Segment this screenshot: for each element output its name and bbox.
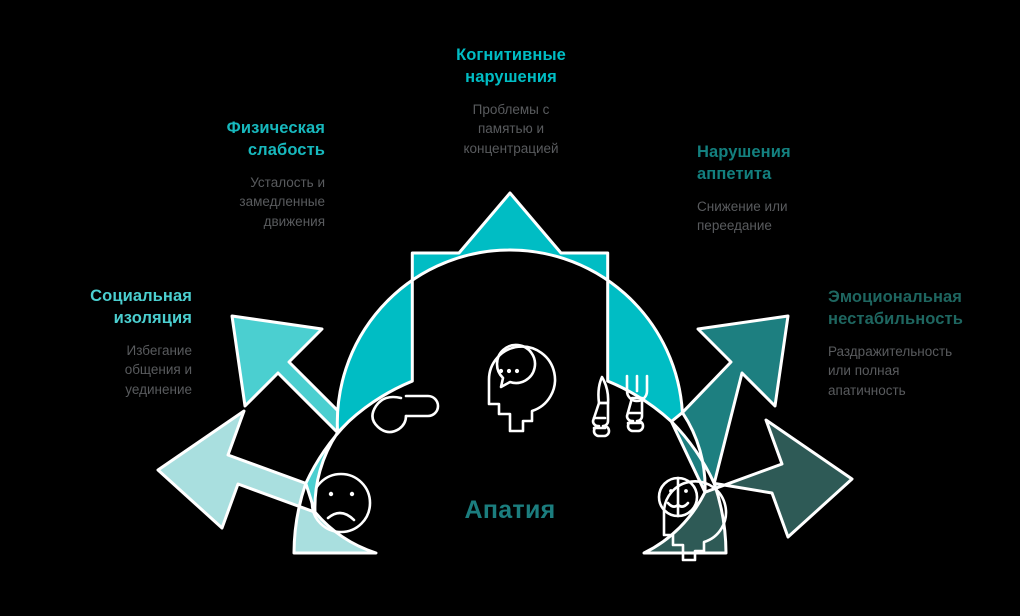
sad-face-icon [310, 472, 372, 534]
callout-cognitive: Когнитивные нарушения Проблемы с памятью… [407, 45, 615, 158]
head-emotion-face-icon [657, 476, 728, 562]
fork-knife-icon [591, 374, 649, 438]
branch-cognitive-shape [335, 191, 684, 435]
callout-social-subtitle: Избегание общения и уединение [124, 342, 192, 397]
callout-cognitive-subtitle: Проблемы с памятью и концентрацией [463, 101, 559, 156]
callout-physical-subtitle: Усталость и замедленные движения [239, 174, 325, 229]
callout-emotional: Эмоциональная нестабильность Раздражител… [828, 287, 1020, 400]
callout-social: Социальная изоляция Избегание общения и … [0, 286, 192, 399]
callout-emotional-subtitle: Раздражительность или полная апатичность [828, 343, 953, 398]
callout-appetite-subtitle: Снижение или переедание [697, 198, 788, 234]
callout-social-title: Социальная изоляция [90, 287, 192, 327]
branch-cognitive[interactable] [335, 191, 684, 435]
branch-emotional-shape [642, 418, 854, 555]
head-speech-bubble-icon [487, 343, 557, 433]
branch-appetite[interactable] [591, 314, 790, 494]
branch-social[interactable] [156, 409, 378, 555]
center-label: Апатия [464, 496, 556, 524]
branch-appetite-shape [669, 314, 790, 494]
callout-appetite: Нарушения аппетита Снижение или переедан… [697, 142, 907, 236]
callout-physical: Физическая слабость Усталость и замедлен… [120, 118, 325, 231]
callout-physical-title: Физическая слабость [226, 119, 325, 159]
branch-physical-shape [230, 314, 351, 514]
branch-social-shape [156, 409, 378, 555]
callout-appetite-title: Нарушения аппетита [697, 143, 791, 183]
branch-emotional[interactable] [642, 418, 854, 562]
callout-cognitive-title: Когнитивные нарушения [456, 46, 566, 86]
callout-emotional-title: Эмоциональная нестабильность [828, 288, 963, 328]
